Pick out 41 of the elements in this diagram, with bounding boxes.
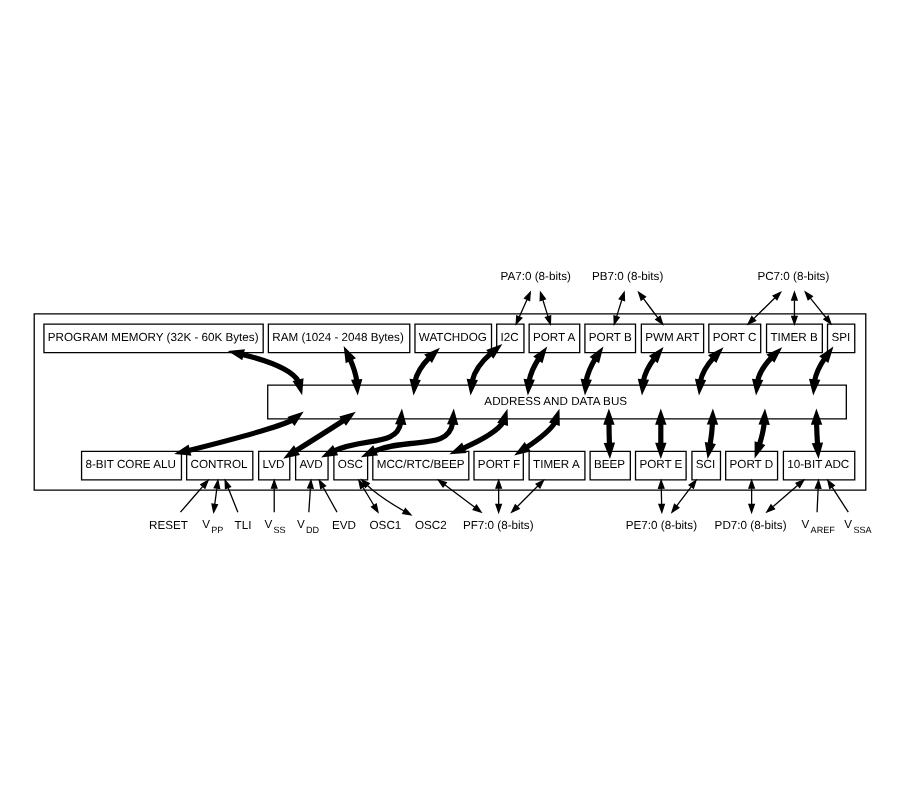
arrow xyxy=(306,477,314,512)
arrow xyxy=(580,345,604,395)
arrow xyxy=(694,346,724,395)
arrow xyxy=(751,346,783,395)
arrow xyxy=(826,477,849,512)
arrow xyxy=(174,410,304,455)
arrow xyxy=(343,345,363,395)
arrow xyxy=(539,289,552,325)
arrow xyxy=(655,407,667,459)
arrow xyxy=(466,343,503,395)
arrow xyxy=(224,477,239,512)
arrow xyxy=(670,477,698,513)
arrow xyxy=(227,348,304,395)
arrow xyxy=(357,477,379,513)
arrow xyxy=(637,346,664,395)
arrow xyxy=(704,407,719,459)
arrow xyxy=(637,289,664,325)
arrow xyxy=(436,477,483,513)
arrow xyxy=(514,407,560,455)
arrow xyxy=(510,478,545,513)
arrow xyxy=(810,407,824,459)
arrow xyxy=(746,289,782,325)
arrow xyxy=(318,477,338,512)
arrow xyxy=(804,289,833,325)
arrow xyxy=(449,407,509,454)
arrow xyxy=(270,477,278,512)
arrow xyxy=(808,345,834,395)
arrow xyxy=(283,410,356,458)
arrow xyxy=(613,289,626,325)
arrow xyxy=(360,477,413,515)
arrow xyxy=(765,477,806,513)
arrow xyxy=(523,345,548,395)
arrow xyxy=(603,407,616,459)
arrow xyxy=(754,407,770,458)
arrow xyxy=(179,477,210,512)
arrow xyxy=(321,407,407,457)
arrow xyxy=(360,407,459,457)
arrow xyxy=(515,289,532,325)
arrow xyxy=(814,477,822,512)
arrow xyxy=(211,477,221,514)
arrow xyxy=(409,346,440,395)
